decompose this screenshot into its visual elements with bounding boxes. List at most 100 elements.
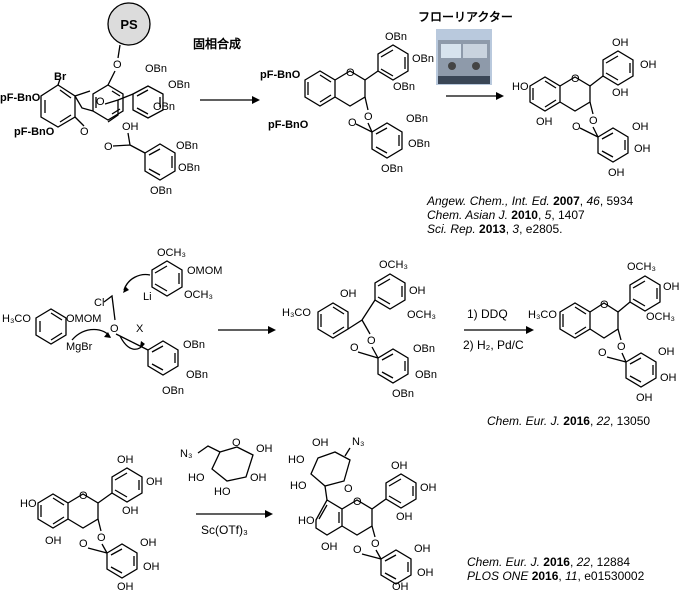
svg-text:OH: OH bbox=[122, 505, 139, 517]
svg-text:OMOM: OMOM bbox=[66, 313, 101, 325]
reference-1: Angew. Chem., Int. Ed. 2007, 46, 5934 bbox=[426, 194, 634, 208]
intermediate-a-ring bbox=[317, 302, 349, 339]
row2-intermediate: H₃CO OH OCH₃ OH OCH₃ O O OBn OBn OBn bbox=[282, 259, 437, 400]
svg-text:O: O bbox=[110, 323, 119, 335]
svg-text:O: O bbox=[353, 496, 362, 508]
condition-2: 2) H₂, Pd/C bbox=[463, 338, 524, 352]
svg-text:OCH₃: OCH₃ bbox=[646, 311, 675, 323]
svg-text:OBn: OBn bbox=[162, 385, 184, 397]
svg-text:O: O bbox=[97, 532, 106, 544]
row1-reactant: PS O Br pF-BnO pF-BnO O O OBn OBn OBn OH… bbox=[0, 2, 200, 197]
product2-galloyl-ring bbox=[625, 352, 657, 388]
svg-text:OH: OH bbox=[612, 37, 629, 49]
svg-text:OH: OH bbox=[414, 543, 431, 555]
start-b-ring bbox=[111, 467, 143, 503]
flavan-a-ring-1 bbox=[304, 70, 336, 107]
svg-text:HO: HO bbox=[298, 515, 315, 527]
aldehyde-aryl-ring bbox=[40, 84, 76, 128]
resin-label: PS bbox=[120, 17, 138, 32]
svg-text:OH: OH bbox=[660, 372, 677, 384]
svg-text:OH: OH bbox=[45, 535, 62, 547]
svg-text:OBn: OBn bbox=[393, 81, 415, 93]
svg-text:HO: HO bbox=[20, 498, 37, 510]
svg-text:HO: HO bbox=[214, 486, 231, 498]
svg-text:OBn: OBn bbox=[183, 339, 205, 351]
svg-text:O: O bbox=[350, 342, 359, 354]
svg-text:OBn: OBn bbox=[145, 63, 167, 75]
row3-product: N₃ HO HO OH O HO O OH OH OH OH O O OH OH… bbox=[288, 436, 437, 590]
svg-text:OH: OH bbox=[256, 443, 273, 455]
condition-1: 1) DDQ bbox=[467, 307, 508, 321]
svg-text:HO: HO bbox=[288, 454, 305, 466]
catalyst-label: Sc(OTf)₃ bbox=[201, 523, 248, 537]
svg-text:OBn: OBn bbox=[168, 79, 190, 91]
reference-2: Chem. Asian J. 2010, 5, 1407 bbox=[427, 208, 585, 222]
svg-text:OCH₃: OCH₃ bbox=[379, 259, 408, 271]
row2-product: H₃CO O OCH₃ OH OCH₃ O O OH OH OH bbox=[528, 261, 680, 404]
reference-4: Chem. Eur. J. 2016, 22, 13050 bbox=[487, 414, 650, 428]
linker-phenyl-ring bbox=[92, 84, 124, 121]
svg-text:N₃: N₃ bbox=[352, 436, 364, 448]
row3-starting-material: HO OH O OH OH OH O O OH OH OH bbox=[20, 454, 163, 590]
svg-text:Br: Br bbox=[54, 71, 67, 83]
svg-text:OCH₃: OCH₃ bbox=[157, 247, 186, 259]
svg-text:Cl: Cl bbox=[94, 297, 104, 309]
svg-text:OH: OH bbox=[409, 285, 426, 297]
svg-text:OH: OH bbox=[612, 87, 629, 99]
svg-text:OH: OH bbox=[312, 437, 329, 449]
reference-5: Chem. Eur. J. 2016, 22, 12884 bbox=[467, 555, 630, 569]
svg-text:OH: OH bbox=[392, 581, 409, 590]
svg-text:O: O bbox=[348, 117, 357, 129]
svg-text:OH: OH bbox=[391, 460, 408, 472]
svg-text:O: O bbox=[96, 96, 105, 108]
svg-text:OCH₃: OCH₃ bbox=[407, 309, 436, 321]
svg-text:O: O bbox=[232, 437, 241, 449]
tri-obn-b-ring bbox=[377, 44, 409, 81]
intermediate-galloyl-ring bbox=[377, 348, 409, 384]
svg-text:OH: OH bbox=[632, 121, 649, 133]
svg-text:OCH₃: OCH₃ bbox=[627, 261, 656, 273]
svg-text:OH: OH bbox=[117, 581, 134, 590]
svg-text:O: O bbox=[600, 299, 609, 311]
svg-text:O: O bbox=[344, 483, 353, 495]
svg-text:OH: OH bbox=[417, 567, 434, 579]
svg-text:OH: OH bbox=[658, 346, 675, 358]
svg-text:O: O bbox=[371, 538, 380, 550]
tri-obn-aryl-ring-3 bbox=[147, 340, 179, 376]
lithio-aryl-ring bbox=[151, 260, 183, 297]
svg-text:HO: HO bbox=[188, 472, 205, 484]
row1-intermediate: pF-BnO pF-BnO O OBn OBn OBn O O OBn OBn … bbox=[260, 31, 434, 175]
sugar-ring bbox=[211, 446, 254, 482]
egcg-b-ring bbox=[602, 50, 634, 86]
svg-text:OBn: OBn bbox=[412, 53, 434, 65]
svg-text:O: O bbox=[572, 121, 581, 133]
reference-3: Sci. Rep. 2013, 3, e2805. bbox=[427, 222, 562, 236]
svg-text:pF-BnO: pF-BnO bbox=[14, 126, 55, 138]
svg-text:OBn: OBn bbox=[385, 31, 407, 43]
tri-obn-aryl-ring-1 bbox=[132, 85, 164, 119]
svg-text:O: O bbox=[571, 73, 580, 85]
svg-text:OH: OH bbox=[608, 167, 625, 179]
svg-text:OH: OH bbox=[636, 392, 653, 404]
svg-text:OH: OH bbox=[140, 537, 157, 549]
product2-a-ring bbox=[559, 302, 591, 339]
svg-text:O: O bbox=[104, 141, 113, 153]
svg-text:OH: OH bbox=[340, 288, 357, 300]
row1-references: Angew. Chem., Int. Ed. 2007, 46, 5934 Ch… bbox=[426, 194, 634, 236]
svg-text:OBn: OBn bbox=[381, 163, 403, 175]
row1-product: HO OH O OH OH OH O O OH OH OH bbox=[512, 37, 657, 179]
svg-text:H₃CO: H₃CO bbox=[528, 309, 557, 321]
svg-text:OBn: OBn bbox=[153, 101, 175, 113]
svg-text:HO: HO bbox=[512, 81, 529, 93]
svg-text:OBn: OBn bbox=[186, 369, 208, 381]
svg-text:OBn: OBn bbox=[392, 388, 414, 400]
svg-text:H₃CO: H₃CO bbox=[282, 307, 311, 319]
svg-text:O: O bbox=[589, 115, 598, 127]
svg-text:O: O bbox=[364, 111, 373, 123]
svg-text:OH: OH bbox=[143, 561, 160, 573]
flow-reactor-label: フローリアクター bbox=[418, 10, 513, 24]
solid-phase-synthesis-label: 固相合成 bbox=[193, 36, 241, 51]
svg-text:OH: OH bbox=[321, 541, 338, 553]
svg-text:O: O bbox=[367, 335, 376, 347]
svg-text:pF-BnO: pF-BnO bbox=[260, 69, 301, 81]
